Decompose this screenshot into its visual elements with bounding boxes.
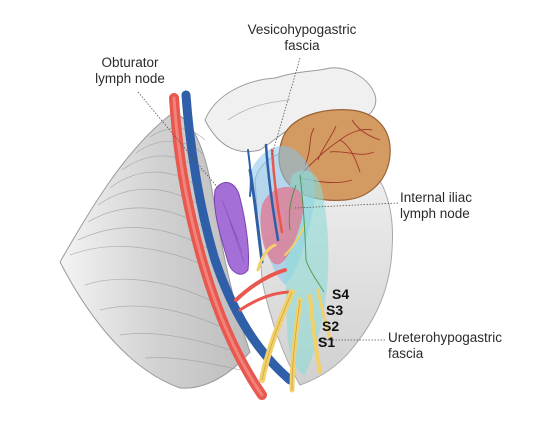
label-line-2: lymph node bbox=[400, 206, 470, 221]
pelvic-bone bbox=[204, 67, 377, 153]
label-ureterohypogastric-fascia: Ureterohypogastric fascia bbox=[388, 330, 528, 362]
label-line-2: fascia bbox=[284, 38, 320, 53]
label-obturator-lymph-node: Obturator lymph node bbox=[80, 55, 180, 87]
label-vesicohypogastric-fascia: Vesicohypogastric fascia bbox=[232, 22, 372, 54]
label-line-2: lymph node bbox=[95, 71, 165, 86]
label-line-1: Vesicohypogastric bbox=[247, 22, 357, 37]
external-iliac-vein bbox=[181, 90, 295, 385]
nerve-label-s4: S4 bbox=[332, 286, 350, 302]
nerve-label-s2: S2 bbox=[322, 318, 340, 334]
label-line-2: fascia bbox=[388, 346, 424, 361]
label-line-1: Obturator bbox=[101, 55, 159, 70]
label-line-1: Ureterohypogastric bbox=[388, 330, 503, 345]
nerve-label-s1: S1 bbox=[318, 334, 336, 350]
label-internal-iliac-lymph-node: Internal iliac lymph node bbox=[400, 190, 510, 222]
bladder-vessels bbox=[299, 119, 381, 184]
leader-lines bbox=[137, 57, 399, 341]
nerve-label-s3: S3 bbox=[326, 302, 344, 318]
internal-iliac-vessels bbox=[234, 143, 294, 312]
label-line-1: Internal iliac bbox=[400, 190, 473, 205]
